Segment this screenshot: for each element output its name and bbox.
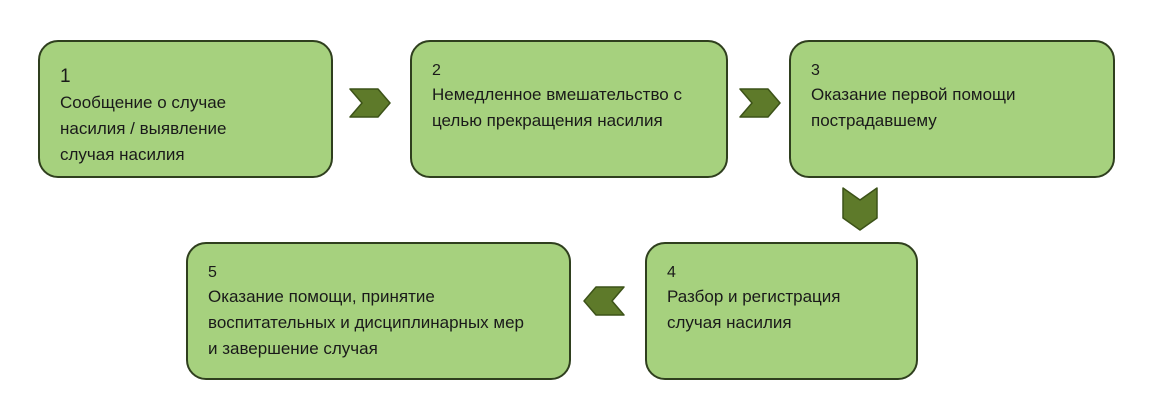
step-4-number: 4 [667, 264, 676, 281]
chevron-right-icon [348, 88, 392, 118]
step-3-number: 3 [811, 62, 820, 79]
step-2-number: 2 [432, 62, 441, 79]
step-5-box: 5 Оказание помощи, принятие воспитательн… [186, 242, 571, 380]
step-5-text: Оказание помощи, принятие воспитательных… [208, 287, 524, 358]
step-1-number: 1 [60, 66, 71, 87]
step-3-box: 3 Оказание первой помощи пострадавшему [789, 40, 1115, 178]
step-4-box: 4 Разбор и регистрация случая насилия [645, 242, 918, 380]
chevron-left-icon [582, 286, 626, 316]
step-2-box: 2 Немедленное вмешательство с целью прек… [410, 40, 728, 178]
chevron-right-icon [738, 88, 782, 118]
step-3-text: Оказание первой помощи пострадавшему [811, 85, 1016, 130]
step-5-number: 5 [208, 264, 217, 281]
step-4-text: Разбор и регистрация случая насилия [667, 287, 841, 332]
step-1-text: Сообщение о случае насилия / выявление с… [60, 93, 227, 164]
step-2-text: Немедленное вмешательство с целью прекра… [432, 85, 682, 130]
chevron-down-icon [842, 186, 878, 232]
step-1-box: 1 Сообщение о случае насилия / выявление… [38, 40, 333, 178]
